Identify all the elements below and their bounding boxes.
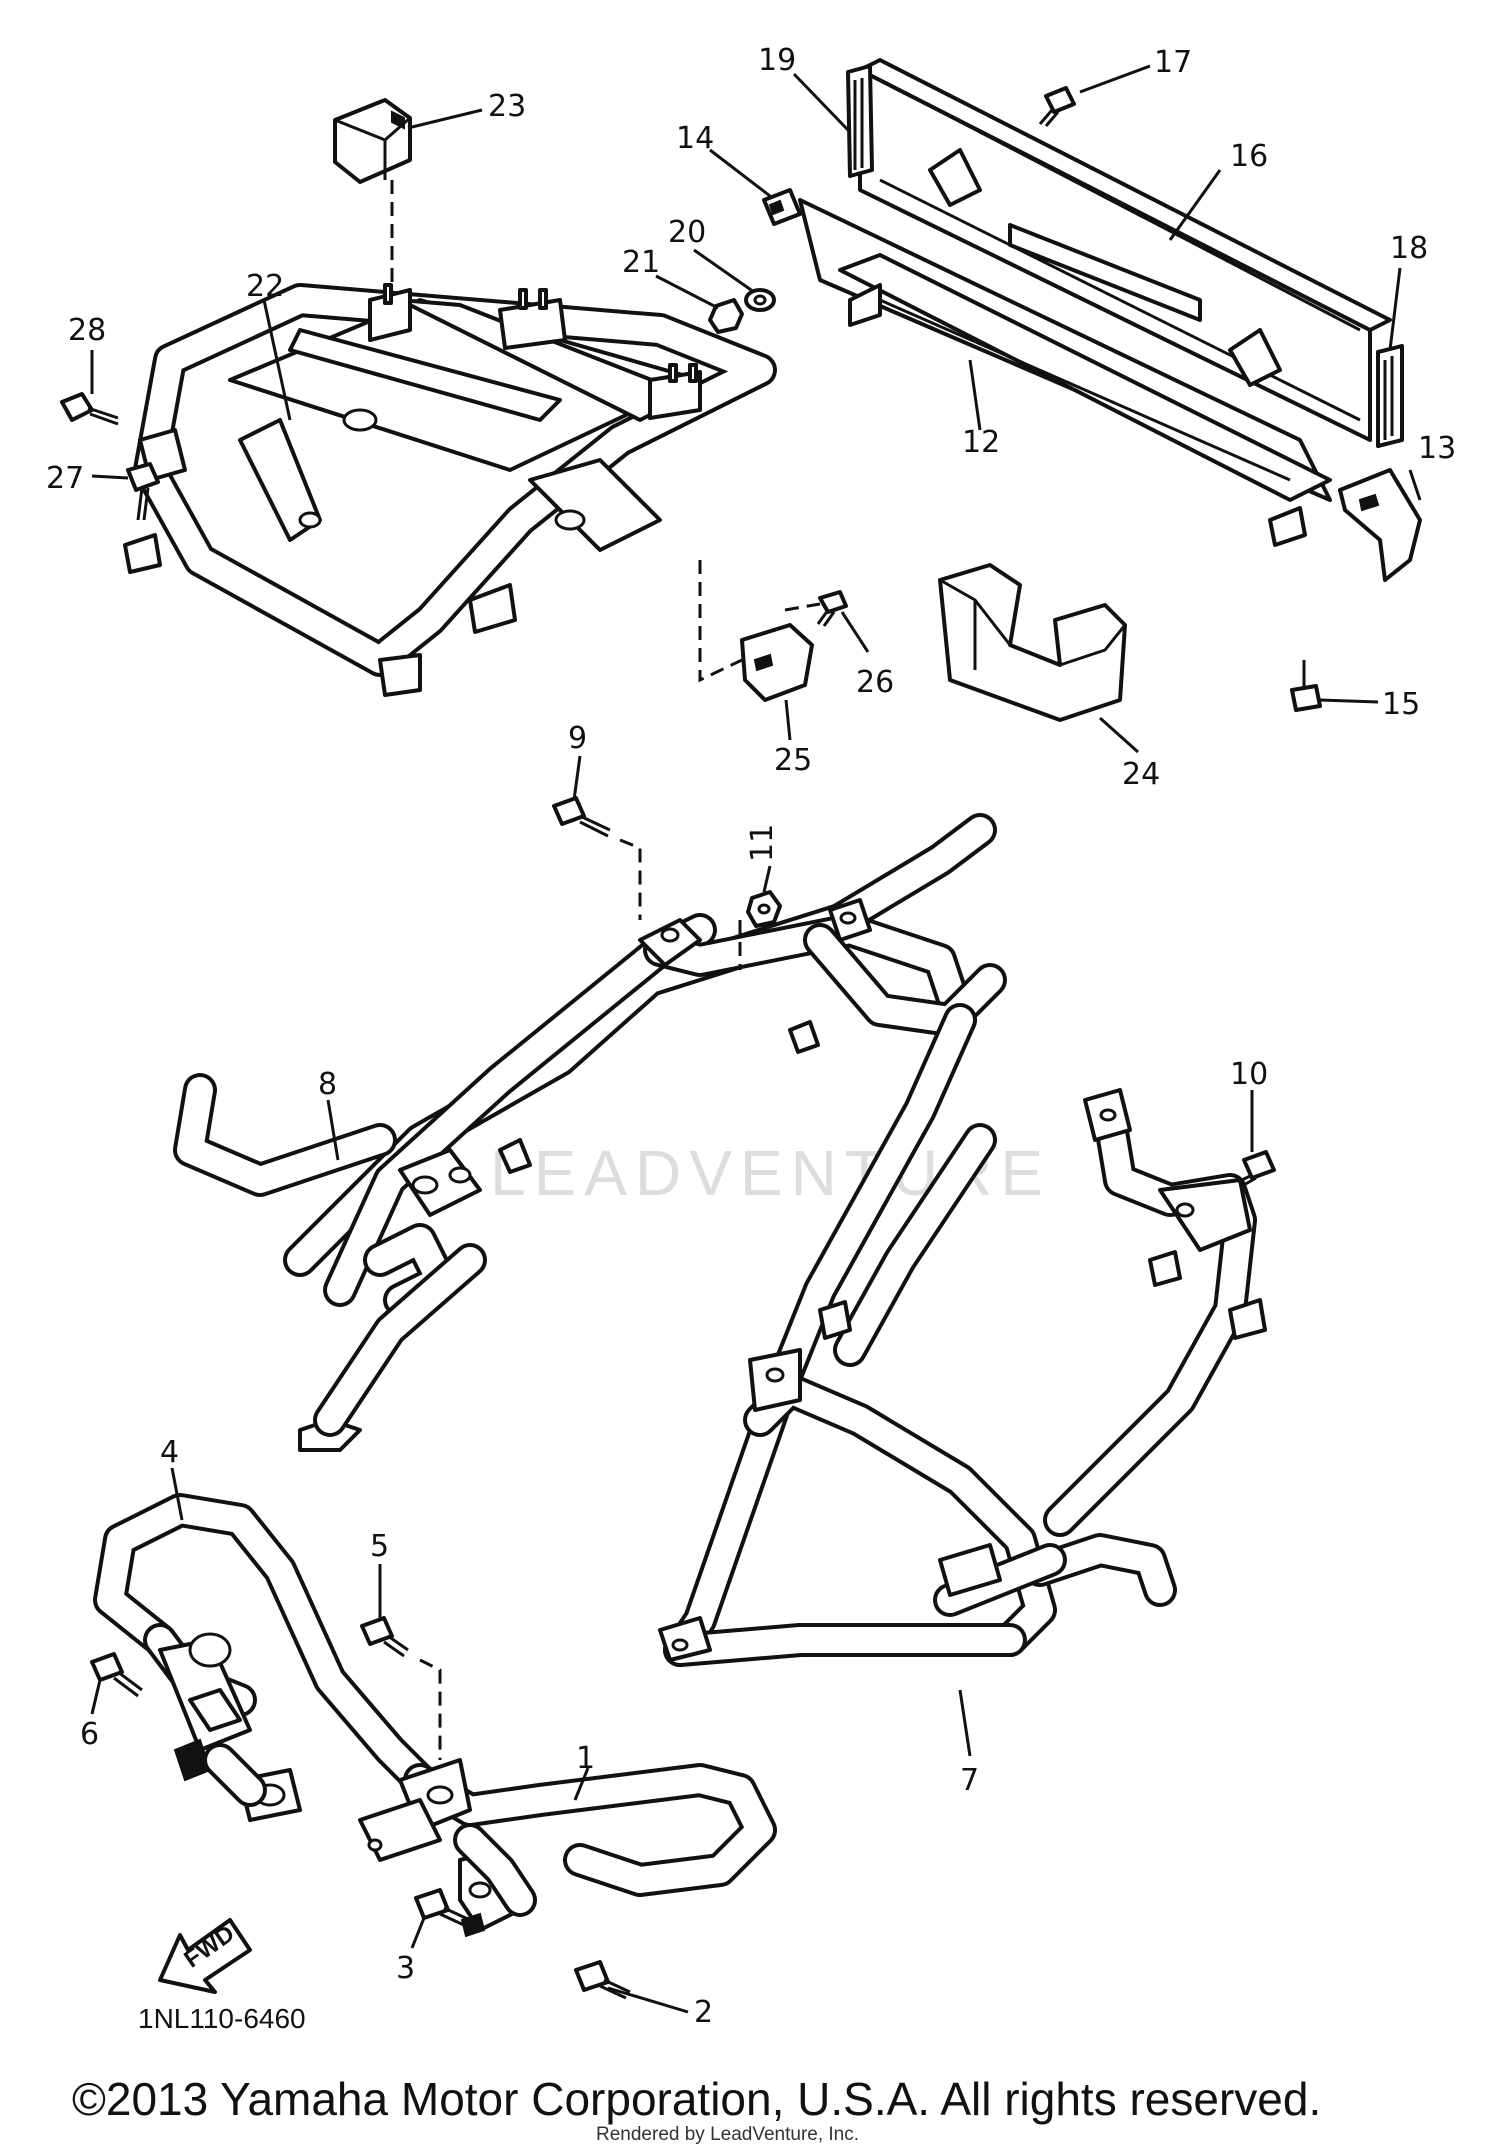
callout-19: 19 [758, 43, 796, 78]
callout-15: 15 [1382, 687, 1420, 722]
part-7-rear-frame [658, 1003, 1267, 1667]
callout-18: 18 [1390, 231, 1428, 266]
callout-22: 22 [246, 269, 284, 304]
callout-11: 11 [745, 824, 780, 862]
callout-13: 13 [1418, 431, 1456, 466]
part-27-bolt [126, 462, 160, 521]
callout-24: 24 [1122, 757, 1160, 792]
callout-5: 5 [370, 1529, 389, 1564]
part-25-cushion [740, 623, 814, 702]
rendered-by-text: Rendered by LeadVenture, Inc. [596, 2124, 859, 2145]
callout-16: 16 [1230, 139, 1268, 174]
callout-26: 26 [856, 665, 894, 700]
part-23-cushion [333, 98, 412, 184]
part-5-bolt [360, 1616, 409, 1658]
part-26-screw [816, 590, 848, 627]
callout-numbers: 1 2 3 4 5 6 7 8 9 10 11 12 13 14 15 16 1… [46, 43, 1456, 2030]
part-13-side-bracket [1338, 468, 1422, 582]
part-11-nut [746, 890, 782, 928]
part-4-left-bar [93, 1493, 437, 1822]
part-3-bolt [414, 1888, 471, 1928]
part-15-bolt [1290, 660, 1322, 712]
part-17-screw [1038, 86, 1076, 127]
part-14-clip [762, 188, 802, 226]
callout-14: 14 [676, 121, 714, 156]
callout-4: 4 [160, 1435, 179, 1470]
part-8-front-frame [173, 813, 1007, 1452]
callout-28: 28 [68, 313, 106, 348]
callout-12: 12 [962, 425, 1000, 460]
callout-7: 7 [960, 1763, 979, 1798]
callout-23: 23 [488, 89, 526, 124]
callout-6: 6 [80, 1717, 99, 1752]
part-2-bolt [574, 1960, 631, 2000]
part-9-bolt [552, 796, 611, 838]
part-19-end-strip [846, 64, 874, 178]
part-12-bracket [798, 198, 1332, 547]
callout-17: 17 [1154, 45, 1192, 80]
callout-9: 9 [568, 721, 587, 756]
callout-21: 21 [622, 245, 660, 280]
callout-25: 25 [774, 743, 812, 778]
part-18-end-strip [1376, 344, 1404, 448]
diagram-code: 1NL110-6460 [138, 2003, 306, 2034]
callout-1: 1 [576, 1741, 595, 1776]
callout-2: 2 [694, 1995, 713, 2030]
part-24-large-cushion [938, 563, 1127, 722]
callout-27: 27 [46, 461, 84, 496]
part-22-upper-frame [123, 283, 777, 697]
part-1-front-bar [358, 1758, 777, 1938]
callout-8: 8 [318, 1067, 337, 1102]
part-6-bolt [90, 1652, 143, 1698]
leader-lines [90, 64, 1422, 2014]
part-20-washer [744, 288, 776, 312]
callout-10: 10 [1230, 1057, 1268, 1092]
part-10-bolt [1221, 1150, 1276, 1196]
callout-3: 3 [396, 1951, 415, 1986]
callout-20: 20 [668, 215, 706, 250]
part-16-cover-panel [858, 58, 1392, 442]
fwd-arrow-icon: FWD [158, 1918, 252, 1994]
copyright-text: ©2013 Yamaha Motor Corporation, U.S.A. A… [72, 2073, 1321, 2125]
part-28-bolt [60, 392, 119, 426]
